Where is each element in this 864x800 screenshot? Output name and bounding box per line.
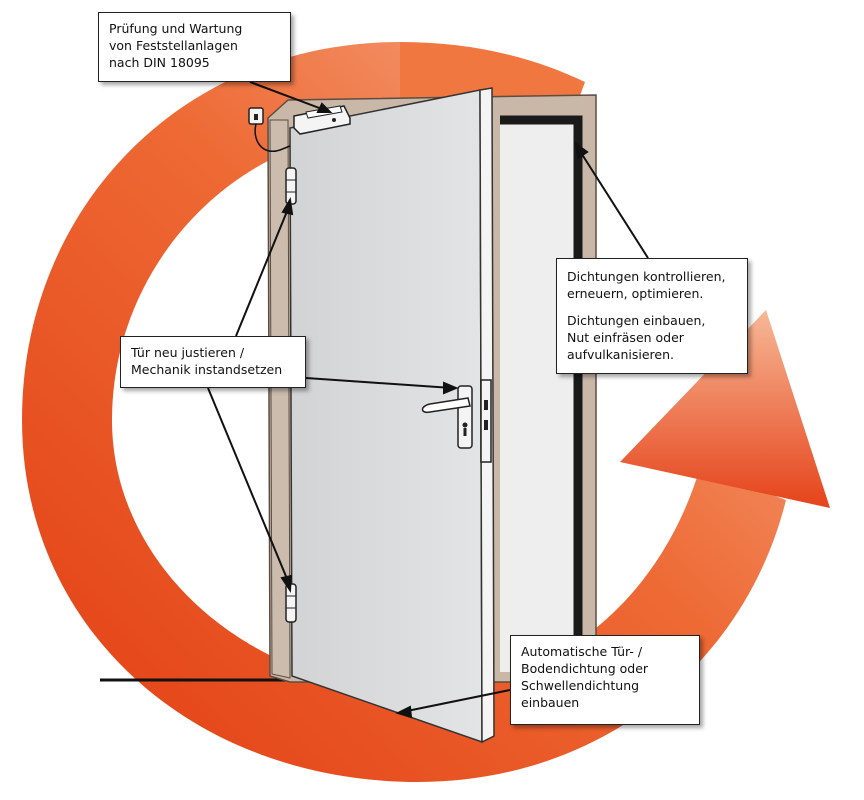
door-opening xyxy=(500,118,576,672)
pointer-feststell xyxy=(249,81,331,113)
lock-strike xyxy=(480,379,492,463)
door-leaf-face xyxy=(289,89,483,744)
pointer-dichtung-head xyxy=(574,141,589,160)
circular-arrow-head xyxy=(620,310,830,508)
callout-dichtungen-paragraph-2: Dichtungen einbauen, Nut einfräsen oder … xyxy=(567,312,737,363)
pointer-tuer-hinge-top xyxy=(235,203,291,337)
callout-dichtungen-line-2: erneuern, optimieren. xyxy=(567,286,704,301)
pointer-tuer-handle xyxy=(305,377,453,389)
callout-dichtungen-line-3: Dichtungen einbauen, xyxy=(567,313,706,328)
callout-bodendichtung: Automatische Tür- / Bodendichtung oder S… xyxy=(510,635,700,725)
callout-dichtungen-line-1: Dichtungen kontrollieren, xyxy=(567,269,726,284)
callout-feststellanlagen-line-3: nach DIN 18095 xyxy=(109,55,210,70)
callout-tuer-justieren-line-1: Tür neu justieren / xyxy=(131,345,245,360)
callout-dichtungen-line-5: aufvulkanisieren. xyxy=(567,347,674,362)
hinge-top xyxy=(285,167,297,205)
pointer-dichtung xyxy=(577,147,649,259)
callout-tuer-justieren-line-2: Mechanik instandsetzen xyxy=(131,362,283,377)
callout-dichtungen-line-4: Nut einfräsen oder xyxy=(567,330,684,345)
pointer-arrows xyxy=(207,81,649,719)
callout-dichtungen-paragraph-1: Dichtungen kontrollieren, erneuern, opti… xyxy=(567,268,737,302)
pointer-tuer-hinge-bottom-head xyxy=(280,574,293,593)
pointer-feststell-head xyxy=(316,102,333,113)
pointer-auto-head xyxy=(395,705,413,719)
callout-tuer-justieren: Tür neu justieren / Mechanik instandsetz… xyxy=(120,336,306,388)
door-handle xyxy=(421,385,473,449)
callout-feststellanlagen: Prüfung und Wartung von Feststellanlagen… xyxy=(98,12,291,82)
pointer-tuer-hinge-bottom xyxy=(207,387,291,587)
callout-bodendichtung-line-3: Schwellendichtung xyxy=(521,678,640,693)
callout-bodendichtung-line-4: einbauen xyxy=(521,695,580,710)
door-seal xyxy=(500,115,583,672)
callout-feststellanlagen-line-2: von Feststellanlagen xyxy=(109,38,238,53)
door-frame-left-jamb xyxy=(269,119,291,679)
pointer-auto xyxy=(401,689,511,713)
callout-feststellanlagen-line-1: Prüfung und Wartung xyxy=(109,21,243,36)
pointer-tuer-handle-head xyxy=(443,381,459,395)
callout-dichtungen: Dichtungen kontrollieren, erneuern, opti… xyxy=(556,258,748,374)
hold-open-magnet xyxy=(248,107,291,153)
pointer-tuer-hinge-top-head xyxy=(281,197,294,216)
callout-bodendichtung-line-1: Automatische Tür- / xyxy=(521,644,643,659)
callout-bodendichtung-line-2: Bodendichtung oder xyxy=(521,661,649,676)
